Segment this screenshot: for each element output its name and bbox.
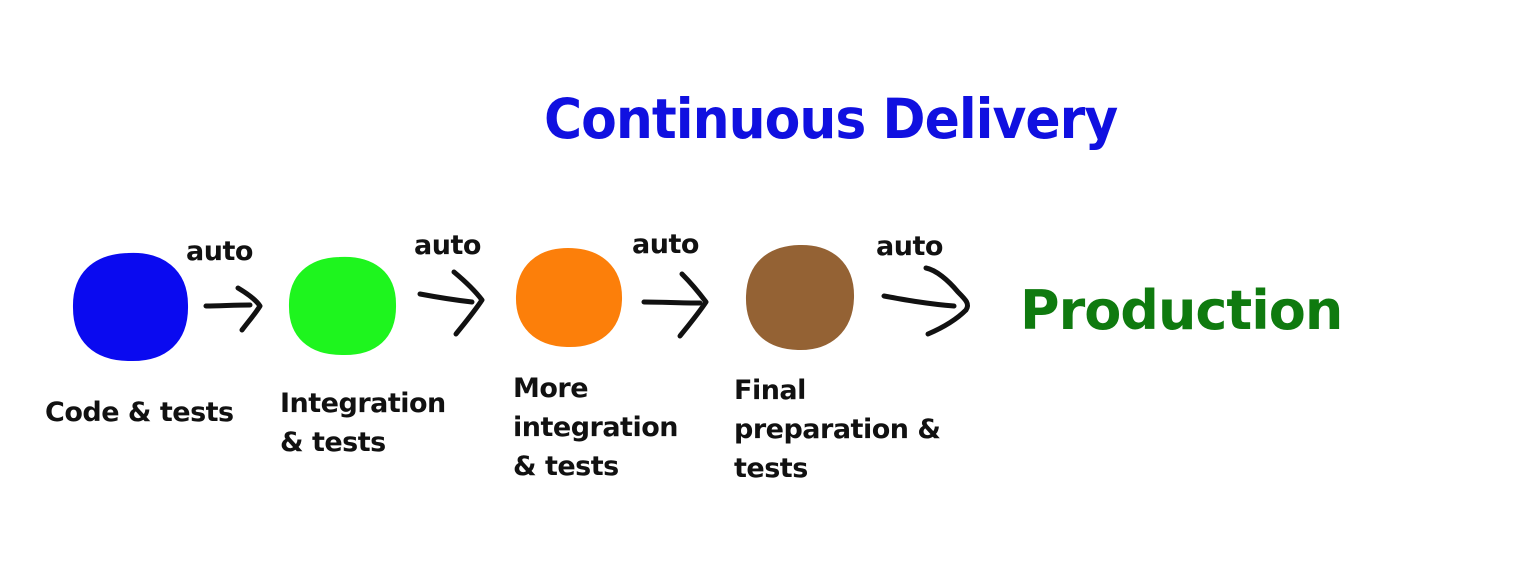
- production-label: Production: [1020, 279, 1343, 342]
- stage-3-fill: [515, 247, 623, 348]
- stage-1-circle: [72, 252, 189, 362]
- transition-2-label: auto: [414, 230, 481, 261]
- stage-1-label: Code & tests: [45, 397, 234, 428]
- arrow-3-icon: [641, 271, 709, 339]
- transition-3-label: auto: [632, 229, 699, 260]
- stage-2-fill: [288, 256, 397, 356]
- diagram-title: Continuous Delivery: [544, 88, 1118, 152]
- stage-1-fill: [72, 252, 189, 362]
- arrow-2-icon: [417, 269, 485, 337]
- arrow-1-icon: [203, 285, 263, 333]
- stage-2-circle: [288, 256, 397, 356]
- transition-1-label: auto: [186, 236, 253, 267]
- stage-4-label: Final preparation & tests: [734, 375, 941, 484]
- stage-3-label: More integration & tests: [513, 373, 679, 482]
- stage-4-circle: [745, 244, 855, 351]
- stage-4-fill: [745, 244, 855, 351]
- arrow-4-icon: [881, 265, 971, 337]
- stage-3-circle: [515, 247, 623, 348]
- stage-2-label: Integration & tests: [280, 388, 446, 458]
- transition-4-label: auto: [876, 231, 943, 262]
